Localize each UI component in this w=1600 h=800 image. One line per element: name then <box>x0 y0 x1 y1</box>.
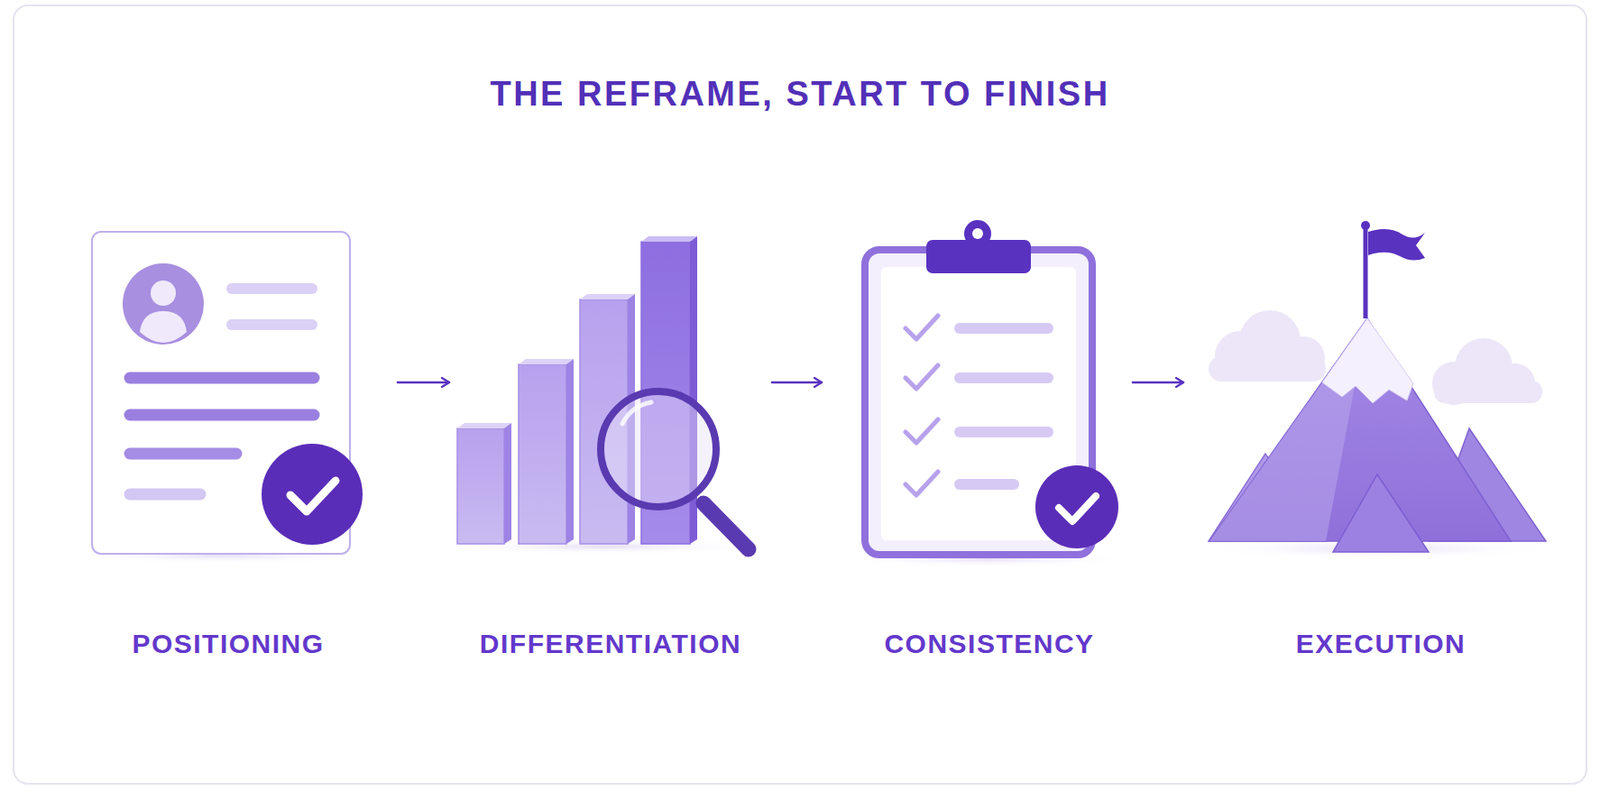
stage-node: DIFFERENTIATION <box>449 216 773 668</box>
stage-node: CONSISTENCY <box>821 216 1133 668</box>
stage-label: DIFFERENTIATION <box>479 628 742 659</box>
flow-arrow <box>397 381 450 385</box>
mountain-icon <box>1196 220 1558 560</box>
document-icon <box>67 231 375 564</box>
stage-node: POSITIONING <box>64 216 398 668</box>
bar-chart-icon <box>437 236 772 555</box>
stage-label: EXECUTION <box>1296 628 1467 659</box>
clipboard-icon <box>843 220 1132 568</box>
flow-arrow <box>772 381 822 385</box>
diagram-title: THE REFRAME, START TO FINISH <box>0 75 1600 114</box>
flow-arrow <box>1132 381 1184 385</box>
card-frame <box>13 5 1587 784</box>
stage-label: CONSISTENCY <box>883 628 1095 659</box>
stage-label: POSITIONING <box>131 628 324 659</box>
stage-node: EXECUTION <box>1183 216 1581 668</box>
